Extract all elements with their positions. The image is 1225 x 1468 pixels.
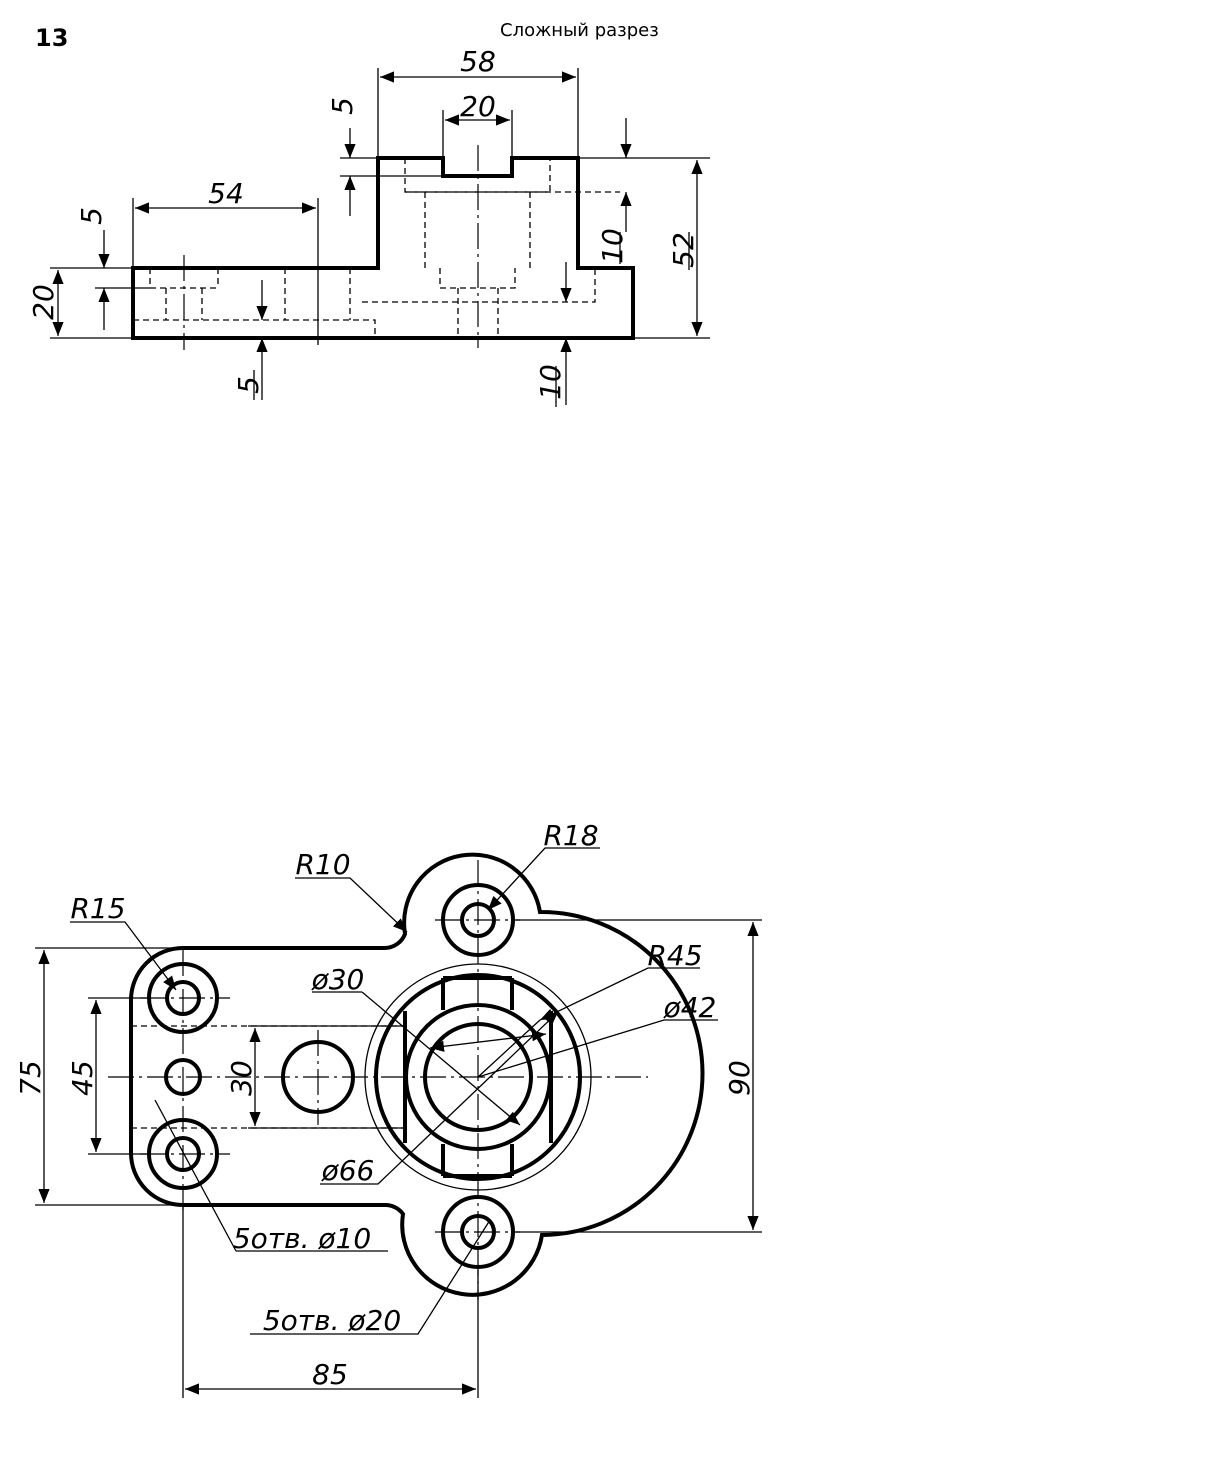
note-holes-d20: 5отв. ø20: [263, 1304, 401, 1337]
plan-center-lines: [108, 860, 648, 1300]
dim-5-bottom: 5: [232, 376, 265, 394]
front-extension-lines: [50, 68, 710, 345]
dim-54: 54: [208, 177, 244, 210]
plan-extension-lines: [35, 919, 762, 1398]
dim-75: 75: [14, 1060, 47, 1096]
sheet-title: Сложный разрез: [500, 20, 659, 41]
plan-view: R10 R18 R15 R45 ø30 ø42 ø66 75 45 30 90 …: [14, 819, 762, 1398]
plan-leaders: [70, 847, 718, 1335]
front-view: 58 20 54 5 5 20 5 10 10 52: [27, 45, 710, 407]
plan-hidden-lines: [131, 1025, 405, 1129]
holes: [147, 883, 515, 1269]
dim-20-base: 20: [27, 284, 60, 320]
dim-r18: R18: [543, 819, 598, 852]
dim-5-step: 5: [75, 207, 108, 225]
dim-d30: ø30: [311, 963, 365, 996]
dim-r15: R15: [70, 892, 125, 925]
dim-10-top: 10: [596, 228, 629, 264]
dim-d42: ø42: [663, 991, 717, 1024]
dim-52: 52: [667, 232, 700, 268]
dim-85: 85: [312, 1358, 348, 1391]
dim-10-bottom: 10: [534, 364, 567, 400]
front-hidden-lines: [133, 158, 620, 338]
dim-45: 45: [66, 1060, 99, 1096]
dim-d66: ø66: [321, 1154, 375, 1187]
plan-dimension-lines: [38, 922, 759, 1395]
task-number: 13: [35, 24, 69, 52]
front-center-lines: [183, 145, 479, 350]
plan-outline: [129, 852, 705, 1297]
text-shelves: [253, 232, 690, 407]
dim-r45: R45: [647, 939, 702, 972]
dim-30: 30: [225, 1060, 258, 1096]
note-holes-d10: 5отв. ø10: [233, 1222, 371, 1255]
front-dimension-lines: [52, 71, 703, 405]
dim-5-slot: 5: [326, 97, 359, 115]
dim-58: 58: [460, 45, 496, 78]
dim-r10: R10: [295, 848, 350, 881]
dim-90: 90: [723, 1060, 756, 1096]
dim-20-slot: 20: [460, 90, 496, 123]
